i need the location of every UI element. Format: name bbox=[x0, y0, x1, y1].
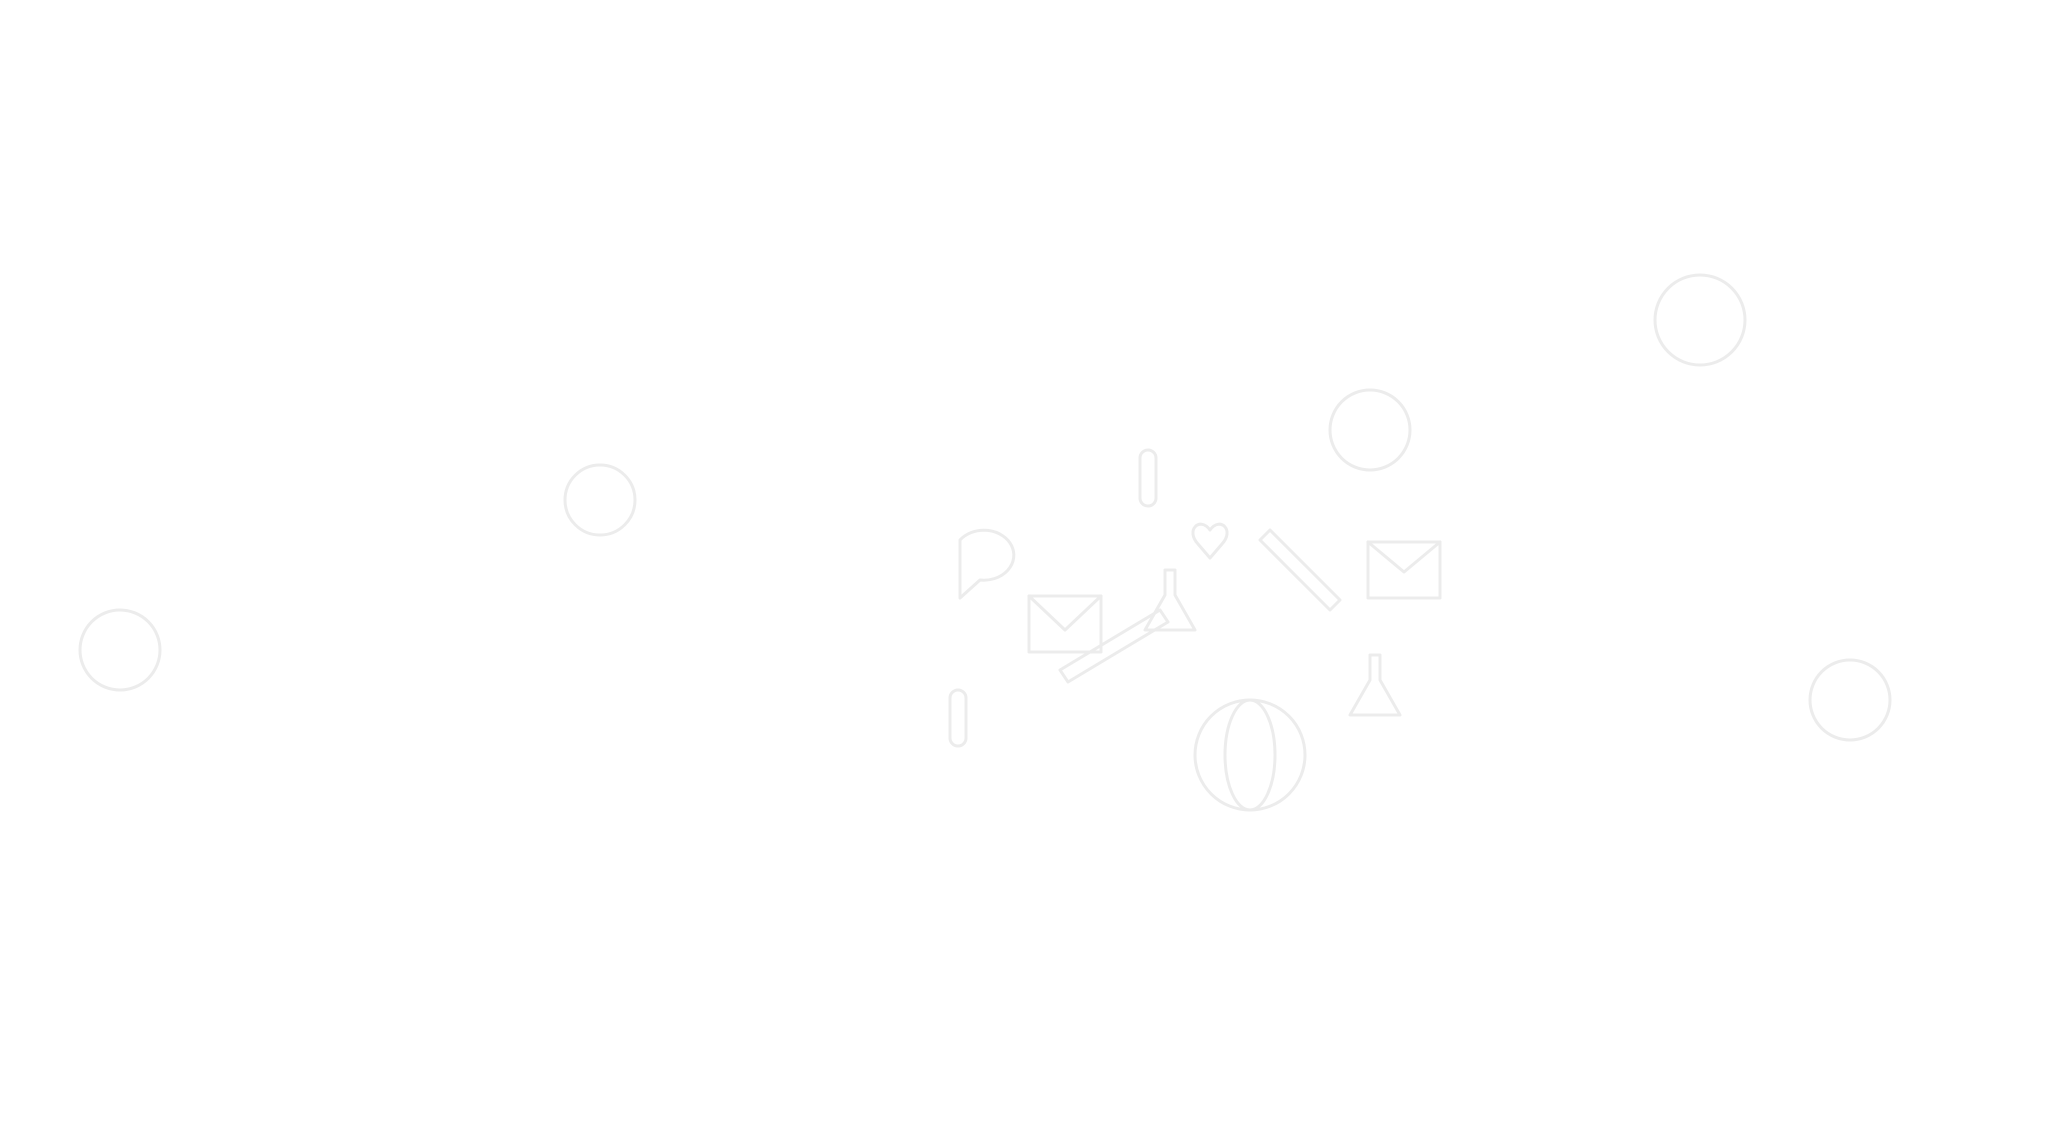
heart-icon bbox=[1191, 522, 1229, 560]
pencil-icon bbox=[1058, 528, 1342, 684]
envelope-icon bbox=[1027, 594, 1103, 654]
globe-icon bbox=[78, 273, 1892, 812]
paperclip-icon bbox=[948, 448, 1158, 748]
envelope-icon bbox=[1366, 540, 1442, 600]
flask-icon bbox=[1143, 568, 1402, 717]
speech-bubble-icon bbox=[958, 528, 1016, 600]
